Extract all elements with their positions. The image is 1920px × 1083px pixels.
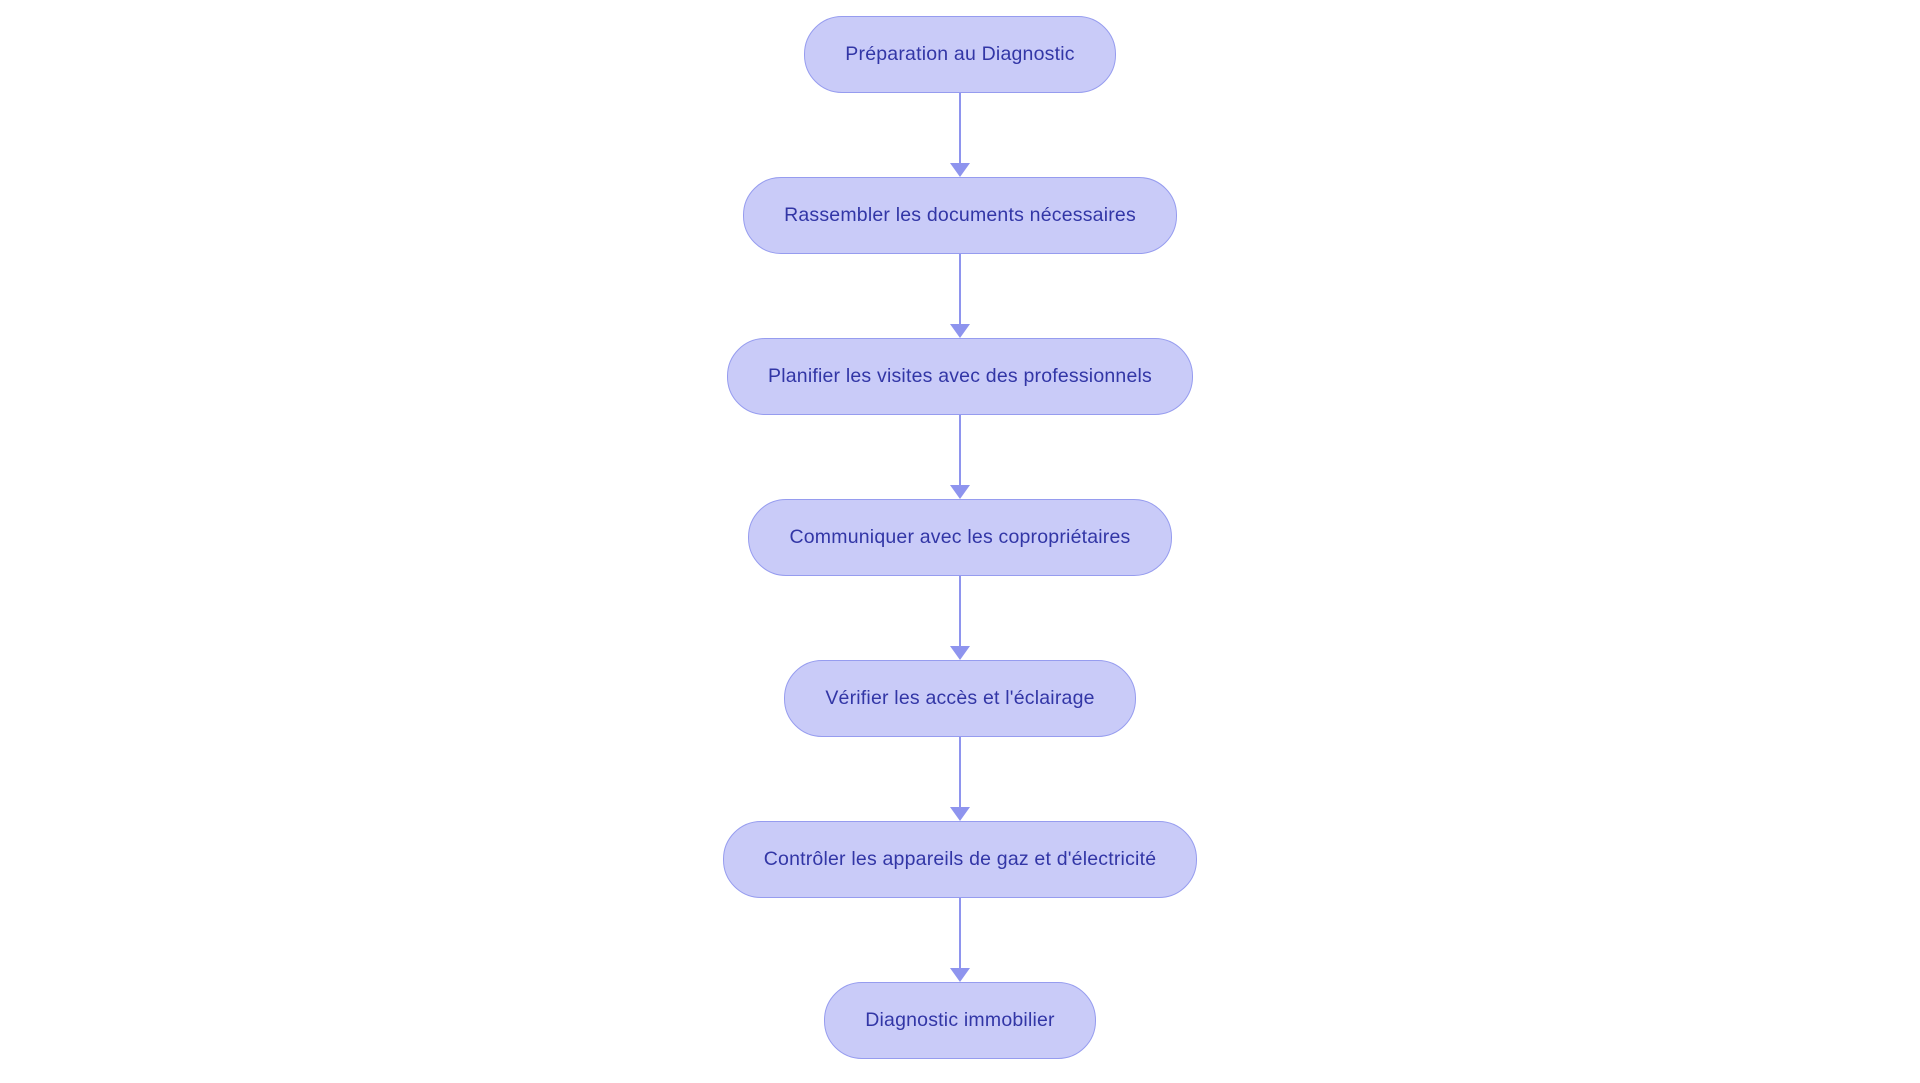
flow-node-label: Préparation au Diagnostic (845, 43, 1075, 65)
arrow-shaft (958, 415, 962, 485)
flow-node-label: Rassembler les documents nécessaires (784, 204, 1136, 226)
arrow-shaft (958, 93, 962, 163)
flow-node-n2: Rassembler les documents nécessaires (743, 177, 1177, 254)
flow-arrow-n5-to-n6 (949, 737, 971, 821)
flow-node-n4: Communiquer avec les copropriétaires (748, 499, 1172, 576)
arrow-head-icon (950, 163, 970, 177)
arrow-head-icon (950, 324, 970, 338)
arrow-shaft (958, 737, 962, 807)
flow-node-label: Vérifier les accès et l'éclairage (825, 687, 1095, 709)
flow-node-n1: Préparation au Diagnostic (804, 16, 1116, 93)
flow-node-label: Communiquer avec les copropriétaires (789, 526, 1131, 548)
arrow-shaft (958, 898, 962, 968)
flow-node-label: Contrôler les appareils de gaz et d'élec… (763, 848, 1157, 870)
flow-arrow-n3-to-n4 (949, 415, 971, 499)
flow-arrow-n2-to-n3 (949, 254, 971, 338)
arrow-head-icon (950, 807, 970, 821)
flow-arrow-n1-to-n2 (949, 93, 971, 177)
flow-node-n5: Vérifier les accès et l'éclairage (784, 660, 1136, 737)
arrow-shaft (958, 254, 962, 324)
arrow-shaft (958, 576, 962, 646)
flow-arrow-n4-to-n5 (949, 576, 971, 660)
flow-node-n6: Contrôler les appareils de gaz et d'élec… (722, 821, 1198, 898)
flow-node-label: Planifier les visites avec des professio… (767, 365, 1152, 387)
flow-node-n7: Diagnostic immobilier (824, 982, 1096, 1059)
flow-node-label: Diagnostic immobilier (865, 1009, 1055, 1031)
arrow-head-icon (950, 485, 970, 499)
flow-arrow-n6-to-n7 (949, 898, 971, 982)
flow-node-n3: Planifier les visites avec des professio… (726, 338, 1193, 415)
arrow-head-icon (950, 646, 970, 660)
arrow-head-icon (950, 968, 970, 982)
